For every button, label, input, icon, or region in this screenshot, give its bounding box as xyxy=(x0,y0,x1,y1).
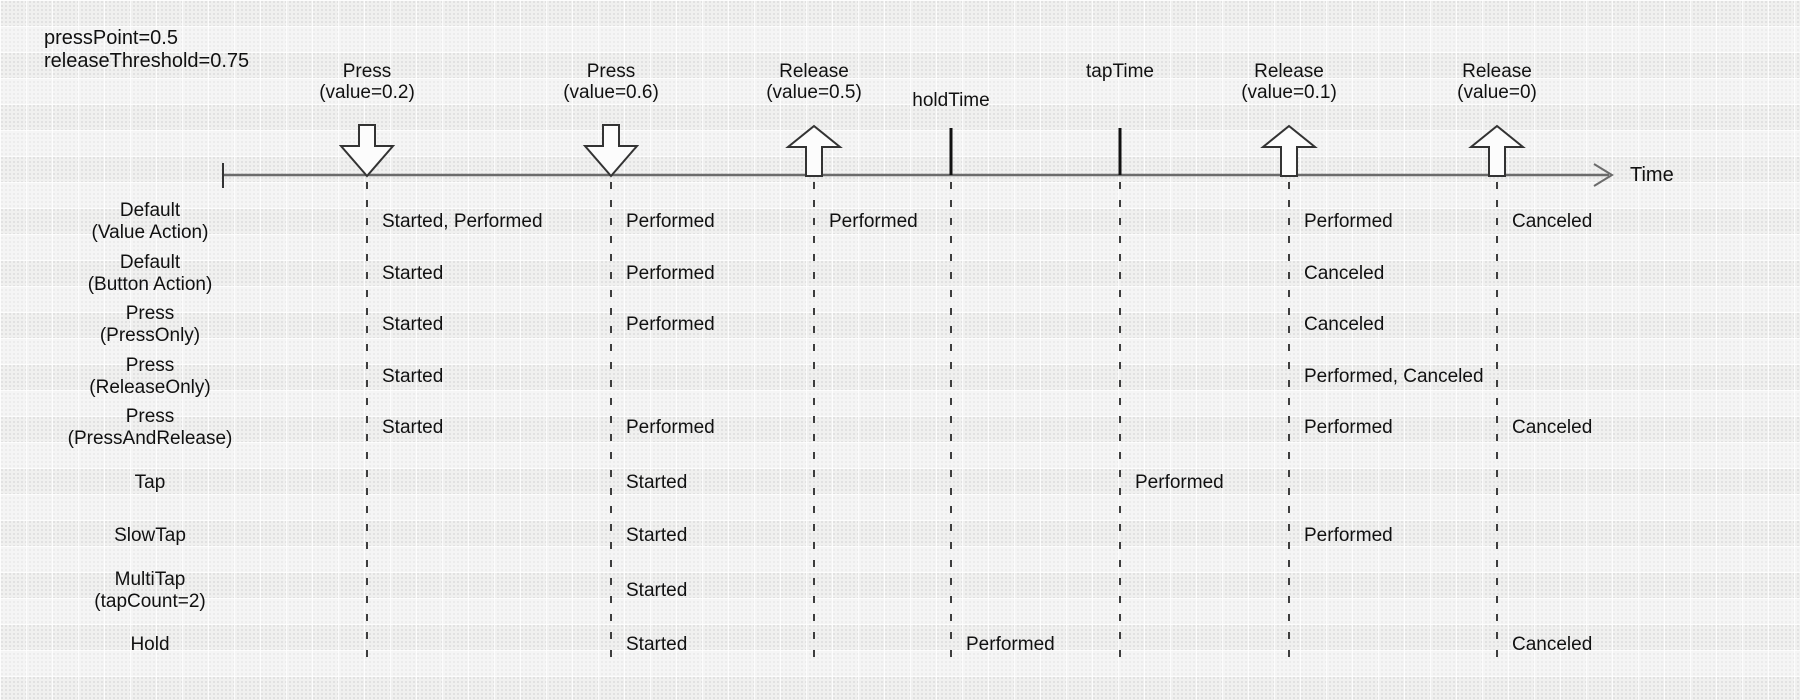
phase-annotation-default-button-action-press-value-0-2: Started xyxy=(382,263,444,284)
event-label-line: Release xyxy=(1462,61,1532,82)
phase-annotation-hold-hold-time: Performed xyxy=(966,634,1055,655)
phase-annotation-press-release-only-press-value-0-2: Started xyxy=(382,366,444,387)
row-label-line: (ReleaseOnly) xyxy=(89,377,211,398)
event-label-release-value-0: Release(value=0) xyxy=(1367,61,1627,103)
phase-annotation-press-press-and-release-release-value-0-1: Performed xyxy=(1304,417,1393,438)
phase-annotation-default-value-action-press-value-0-6: Performed xyxy=(626,211,715,232)
row-label-line: Default xyxy=(119,252,181,273)
phase-annotation-press-press-and-release-press-value-0-6: Performed xyxy=(626,417,715,438)
phase-annotation-default-value-action-press-value-0-2: Started, Performed xyxy=(382,211,543,232)
event-label-line: Release xyxy=(1254,61,1324,82)
event-label-line: (value=0.2) xyxy=(319,82,415,103)
event-label-hold-time: holdTime xyxy=(821,90,1081,111)
row-label-multi-tap: MultiTap(tapCount=2) xyxy=(20,569,280,613)
phase-annotation-slow-tap-press-value-0-6: Started xyxy=(626,525,688,546)
phase-annotation-tap-press-value-0-6: Started xyxy=(626,472,688,493)
row-label-line: Press xyxy=(125,355,175,376)
event-label-line: tapTime xyxy=(1086,60,1154,82)
phase-annotation-tap-tap-time: Performed xyxy=(1135,472,1224,493)
release-threshold-value: releaseThreshold=0.75 xyxy=(44,50,250,72)
phase-annotation-press-release-only-release-value-0-1: Performed, Canceled xyxy=(1304,366,1484,387)
press-point-value: pressPoint=0.5 xyxy=(44,27,178,49)
time-axis-label: Time xyxy=(1630,164,1674,186)
row-label-line: (Button Action) xyxy=(87,274,213,295)
row-label-line: Press xyxy=(125,406,175,427)
phase-annotation-hold-press-value-0-6: Started xyxy=(626,634,688,655)
row-label-press-press-and-release: Press(PressAndRelease) xyxy=(20,406,280,450)
event-label-line: Press xyxy=(342,61,392,82)
event-label-line: Press xyxy=(586,61,636,82)
row-label-line: (Value Action) xyxy=(91,222,209,243)
row-label-hold: Hold xyxy=(20,634,280,656)
event-label-press-value-0-2: Press(value=0.2) xyxy=(237,61,497,103)
phase-annotation-default-value-action-release-value-0: Canceled xyxy=(1512,211,1593,232)
event-label-press-value-0-6: Press(value=0.6) xyxy=(481,61,741,103)
phase-annotation-slow-tap-release-value-0-1: Performed xyxy=(1304,525,1393,546)
row-label-slow-tap: SlowTap xyxy=(20,525,280,547)
phase-annotation-default-button-action-press-value-0-6: Performed xyxy=(626,263,715,284)
phase-annotation-default-value-action-release-value-0-1: Performed xyxy=(1304,211,1393,232)
row-label-press-release-only: Press(ReleaseOnly) xyxy=(20,355,280,399)
phase-annotation-press-press-only-press-value-0-2: Started xyxy=(382,314,444,335)
row-label-default-button-action: Default(Button Action) xyxy=(20,252,280,296)
row-label-line: Tap xyxy=(134,472,166,493)
row-label-line: (PressOnly) xyxy=(99,325,201,346)
row-label-tap: Tap xyxy=(20,472,280,494)
event-label-tap-time: tapTime xyxy=(990,61,1250,82)
event-label-line: (value=0.5) xyxy=(766,82,862,103)
event-label-line: Release xyxy=(779,61,849,82)
row-label-press-press-only: Press(PressOnly) xyxy=(20,303,280,347)
row-label-line: (PressAndRelease) xyxy=(67,428,233,449)
phase-annotation-default-value-action-release-value-0-5: Performed xyxy=(829,211,918,232)
phase-annotation-press-press-only-release-value-0-1: Canceled xyxy=(1304,314,1385,335)
phase-annotation-press-press-only-press-value-0-6: Performed xyxy=(626,314,715,335)
phase-annotation-default-button-action-release-value-0-1: Canceled xyxy=(1304,263,1385,284)
phase-annotation-press-press-and-release-press-value-0-2: Started xyxy=(382,417,444,438)
event-label-line: (value=0) xyxy=(1457,82,1537,103)
event-label-line: (value=0.6) xyxy=(563,82,659,103)
event-label-release-value-0-5: Release(value=0.5) xyxy=(684,61,944,103)
row-label-default-value-action: Default(Value Action) xyxy=(20,200,280,244)
event-label-line: holdTime xyxy=(912,89,990,111)
row-label-line: (tapCount=2) xyxy=(94,591,206,612)
row-label-line: MultiTap xyxy=(114,569,186,590)
phase-annotation-hold-release-value-0: Canceled xyxy=(1512,634,1593,655)
row-label-line: SlowTap xyxy=(114,525,186,546)
event-label-line: (value=0.1) xyxy=(1241,82,1337,103)
row-label-line: Press xyxy=(125,303,175,324)
row-label-line: Default xyxy=(119,200,181,221)
row-label-line: Hold xyxy=(130,634,170,655)
event-label-release-value-0-1: Release(value=0.1) xyxy=(1159,61,1419,103)
phase-annotation-press-press-and-release-release-value-0: Canceled xyxy=(1512,417,1593,438)
phase-annotation-multi-tap-press-value-0-6: Started xyxy=(626,580,688,601)
